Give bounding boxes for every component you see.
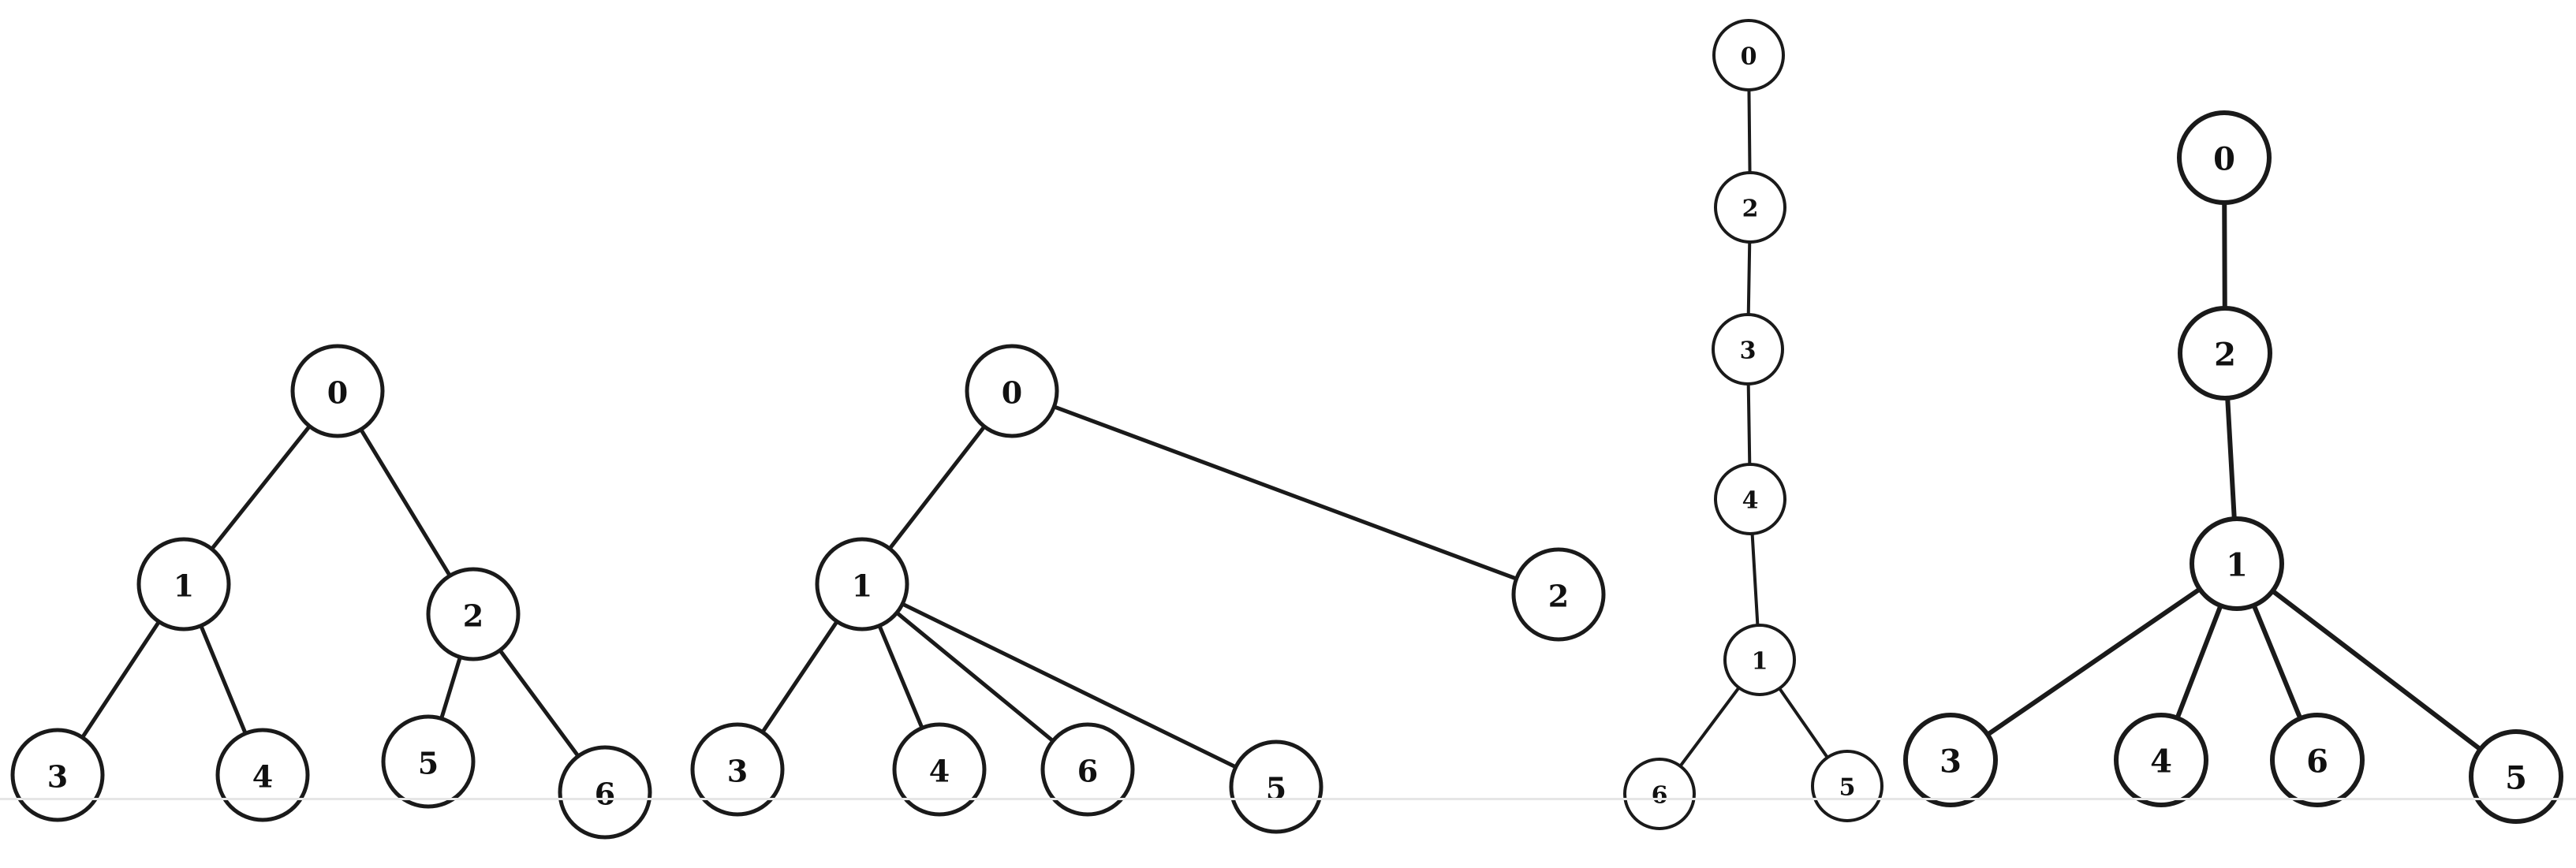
- node-circle: [1712, 313, 1784, 386]
- node-circle: [1040, 722, 1135, 817]
- node-label: 0: [327, 375, 348, 411]
- tree-3-node-6: 6: [1623, 758, 1696, 830]
- node-circle: [1511, 547, 1606, 642]
- node-label: 6: [1077, 754, 1098, 789]
- tree-3-node-3: 3: [1712, 313, 1784, 386]
- node-label: 0: [1002, 375, 1022, 411]
- tree-4-node-4: 4: [2114, 713, 2208, 807]
- node-circle: [1811, 750, 1883, 822]
- tree-2-node-5: 5: [1229, 739, 1323, 834]
- tree-1-node-0: 0: [290, 344, 385, 438]
- tree-2-edge-1-5: [860, 582, 1279, 789]
- tree-4-node-5: 5: [2469, 729, 2563, 824]
- node-label: 4: [252, 759, 273, 795]
- tree-3-node-2: 2: [1714, 171, 1786, 244]
- tree-2-node-2: 2: [1511, 547, 1606, 642]
- tree-1-node-6: 6: [558, 745, 652, 840]
- tree-4-node-6: 6: [2270, 713, 2365, 807]
- node-circle: [136, 537, 231, 631]
- node-label: 5: [1839, 774, 1856, 802]
- node-circle: [426, 567, 521, 661]
- node-circle: [2178, 306, 2272, 400]
- node-label: 5: [2505, 760, 2527, 797]
- tree-1-node-1: 1: [136, 537, 231, 631]
- node-circle: [965, 344, 1059, 438]
- node-circle: [892, 722, 987, 817]
- node-circle: [1714, 171, 1786, 244]
- tree-4-node-0: 0: [2177, 110, 2272, 205]
- node-label: 2: [2214, 337, 2236, 374]
- tree-2-edge-1-6: [860, 582, 1090, 772]
- node-circle: [1714, 463, 1786, 535]
- node-circle: [1623, 758, 1696, 830]
- node-label: 1: [852, 568, 872, 604]
- node-circle: [558, 745, 652, 840]
- node-circle: [215, 728, 310, 822]
- tree-4-node-1: 1: [2190, 516, 2284, 611]
- node-circle: [2114, 713, 2208, 807]
- tree-1: 0 1 2 3 4 5 6: [10, 344, 652, 840]
- node-label: 0: [2213, 141, 2235, 178]
- node-label: 0: [1741, 43, 1757, 71]
- node-circle: [10, 728, 105, 822]
- node-label: 3: [1740, 337, 1757, 365]
- node-circle: [2190, 516, 2284, 611]
- node-label: 2: [1742, 196, 1759, 223]
- tree-2-node-4: 4: [892, 722, 987, 817]
- node-label: 4: [2150, 743, 2172, 780]
- tree-1-node-4: 4: [215, 728, 310, 822]
- node-circle: [1229, 739, 1323, 834]
- tree-4-edge-1-5: [2234, 561, 2518, 779]
- node-circle: [1723, 624, 1796, 696]
- node-label: 6: [1652, 782, 1668, 810]
- tree-3-node-5: 5: [1811, 750, 1883, 822]
- node-label: 3: [727, 754, 748, 789]
- tree-2-node-1: 1: [815, 537, 909, 631]
- tree-2-edge-0-2: [1010, 389, 1561, 597]
- node-label: 5: [418, 746, 439, 781]
- tree-2-node-3: 3: [690, 722, 785, 817]
- node-label: 4: [929, 754, 950, 789]
- tree-3-node-1: 1: [1723, 624, 1796, 696]
- tree-1-node-2: 2: [426, 567, 521, 661]
- node-label: 4: [1742, 487, 1759, 515]
- bottom-divider: [0, 798, 2576, 800]
- tree-1-node-3: 3: [10, 728, 105, 822]
- node-label: 2: [463, 598, 483, 634]
- node-label: 1: [2226, 547, 2248, 584]
- node-circle: [2270, 713, 2365, 807]
- tree-4-edge-1-3: [1948, 561, 2239, 762]
- node-label: 2: [1548, 579, 1569, 614]
- tree-1-node-5: 5: [381, 714, 476, 809]
- tree-2: 0 1 2 3 4 6 5: [690, 344, 1606, 834]
- tree-4-node-2: 2: [2178, 306, 2272, 400]
- tree-2-node-0: 0: [965, 344, 1059, 438]
- node-label: 1: [1752, 648, 1768, 676]
- node-circle: [2177, 110, 2272, 205]
- node-label: 3: [1939, 743, 1962, 780]
- node-circle: [381, 714, 476, 809]
- node-label: 6: [2306, 743, 2328, 780]
- tree-3-node-4: 4: [1714, 463, 1786, 535]
- node-circle: [815, 537, 909, 631]
- node-circle: [1903, 713, 1998, 807]
- node-label: 5: [1266, 771, 1286, 807]
- tree-3-node-0: 0: [1712, 19, 1785, 91]
- node-circle: [1712, 19, 1785, 91]
- tree-4: 0 2 1 3 4 6 5: [1903, 110, 2563, 824]
- node-circle: [290, 344, 385, 438]
- tree-4-node-3: 3: [1903, 713, 1998, 807]
- node-label: 6: [595, 777, 615, 812]
- tree-2-node-6: 6: [1040, 722, 1135, 817]
- node-label: 3: [47, 759, 68, 795]
- node-label: 1: [174, 568, 194, 604]
- node-circle: [690, 722, 785, 817]
- tree-3: 0 2 3 4 1 6 5: [1623, 19, 1883, 830]
